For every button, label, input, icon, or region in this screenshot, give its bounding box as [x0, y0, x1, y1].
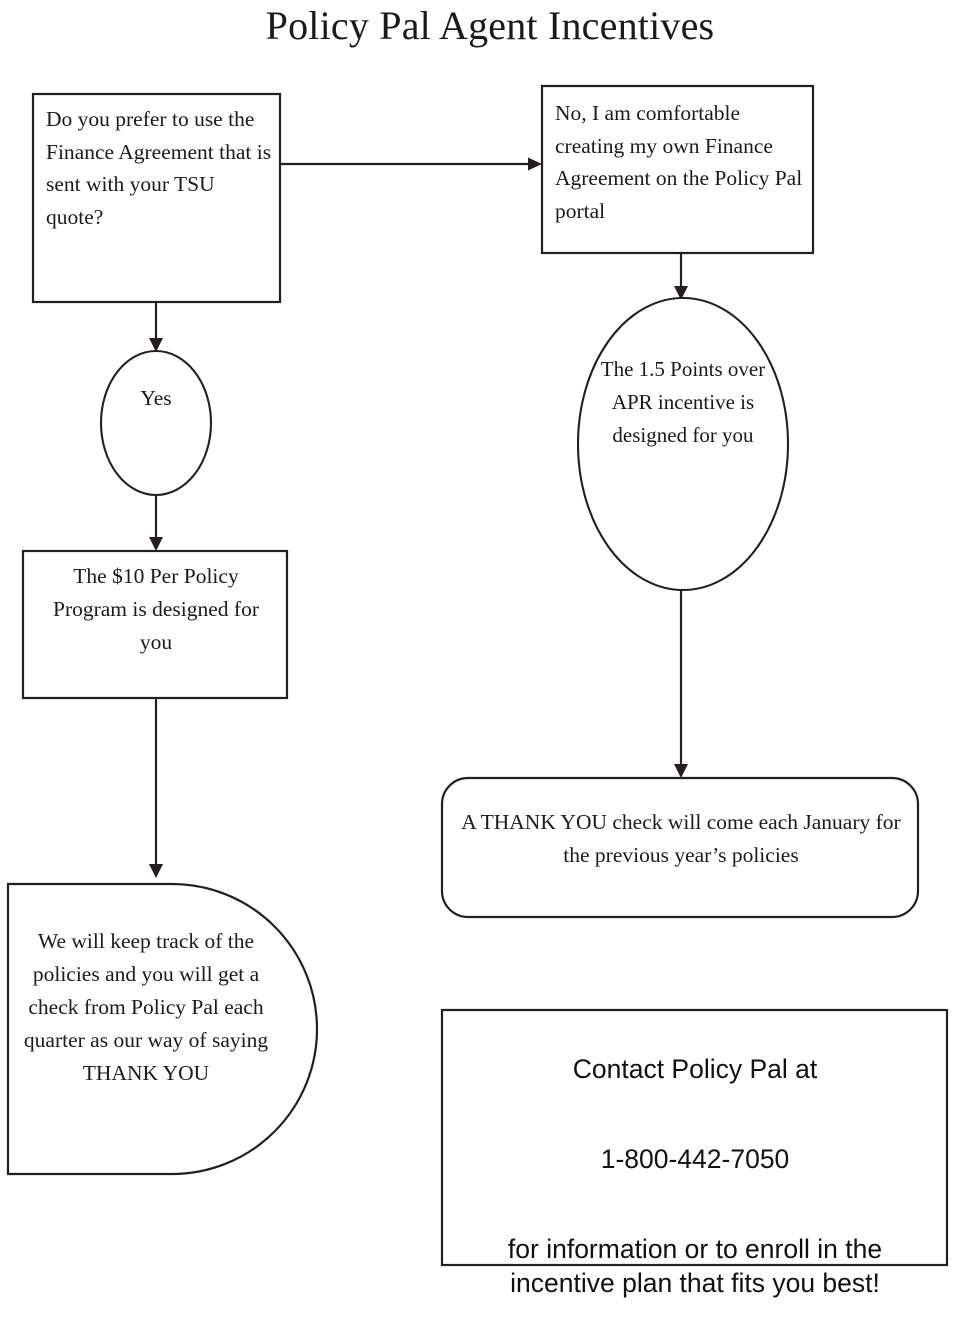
edge-no-to-points: [674, 253, 688, 300]
contact-line-3: for information or to enroll in the ince…: [507, 1234, 883, 1298]
track-shape[interactable]: [6, 882, 319, 1176]
program-box-shape[interactable]: [21, 549, 289, 700]
edge-yes-to-program: [149, 495, 163, 551]
contact-phone-number[interactable]: 1-800-442-7050: [600, 1144, 790, 1174]
no-box-shape[interactable]: [540, 84, 815, 255]
edge-points-to-thanks: [674, 590, 688, 778]
edge-decision-to-no: [281, 157, 542, 171]
points-ellipse-label: The 1.5 Points over APR incentive is des…: [600, 357, 766, 447]
edge-program-to-track: [149, 698, 163, 878]
contact-box-label: Contact Policy Pal at 1-800-442-7050 for…: [452, 1018, 938, 1334]
no-box-label: No, I am comfortable creating my own Fin…: [555, 101, 803, 223]
track-shape-label: We will keep track of the policies and y…: [23, 929, 269, 1085]
program-box-label: The $10 Per Policy Program is designed f…: [52, 564, 259, 654]
contact-line-1: Contact Policy Pal at: [572, 1054, 818, 1084]
decision-box-label: Do you prefer to use the Finance Agreeme…: [46, 107, 272, 229]
yes-ellipse-shape[interactable]: [99, 349, 213, 497]
contact-box-shape[interactable]: [440, 1008, 949, 1267]
flowchart-canvas: [6, 84, 949, 1267]
page-title: Policy Pal Agent Incentives: [265, 3, 715, 48]
edge-decision-to-yes: [149, 302, 163, 352]
yes-ellipse-label: Yes: [140, 386, 172, 410]
thanks-box-shape[interactable]: [440, 776, 920, 919]
thanks-box-label: A THANK YOU check will come each January…: [461, 810, 901, 867]
points-ellipse-shape[interactable]: [576, 296, 790, 592]
decision-box-shape[interactable]: [31, 92, 282, 304]
